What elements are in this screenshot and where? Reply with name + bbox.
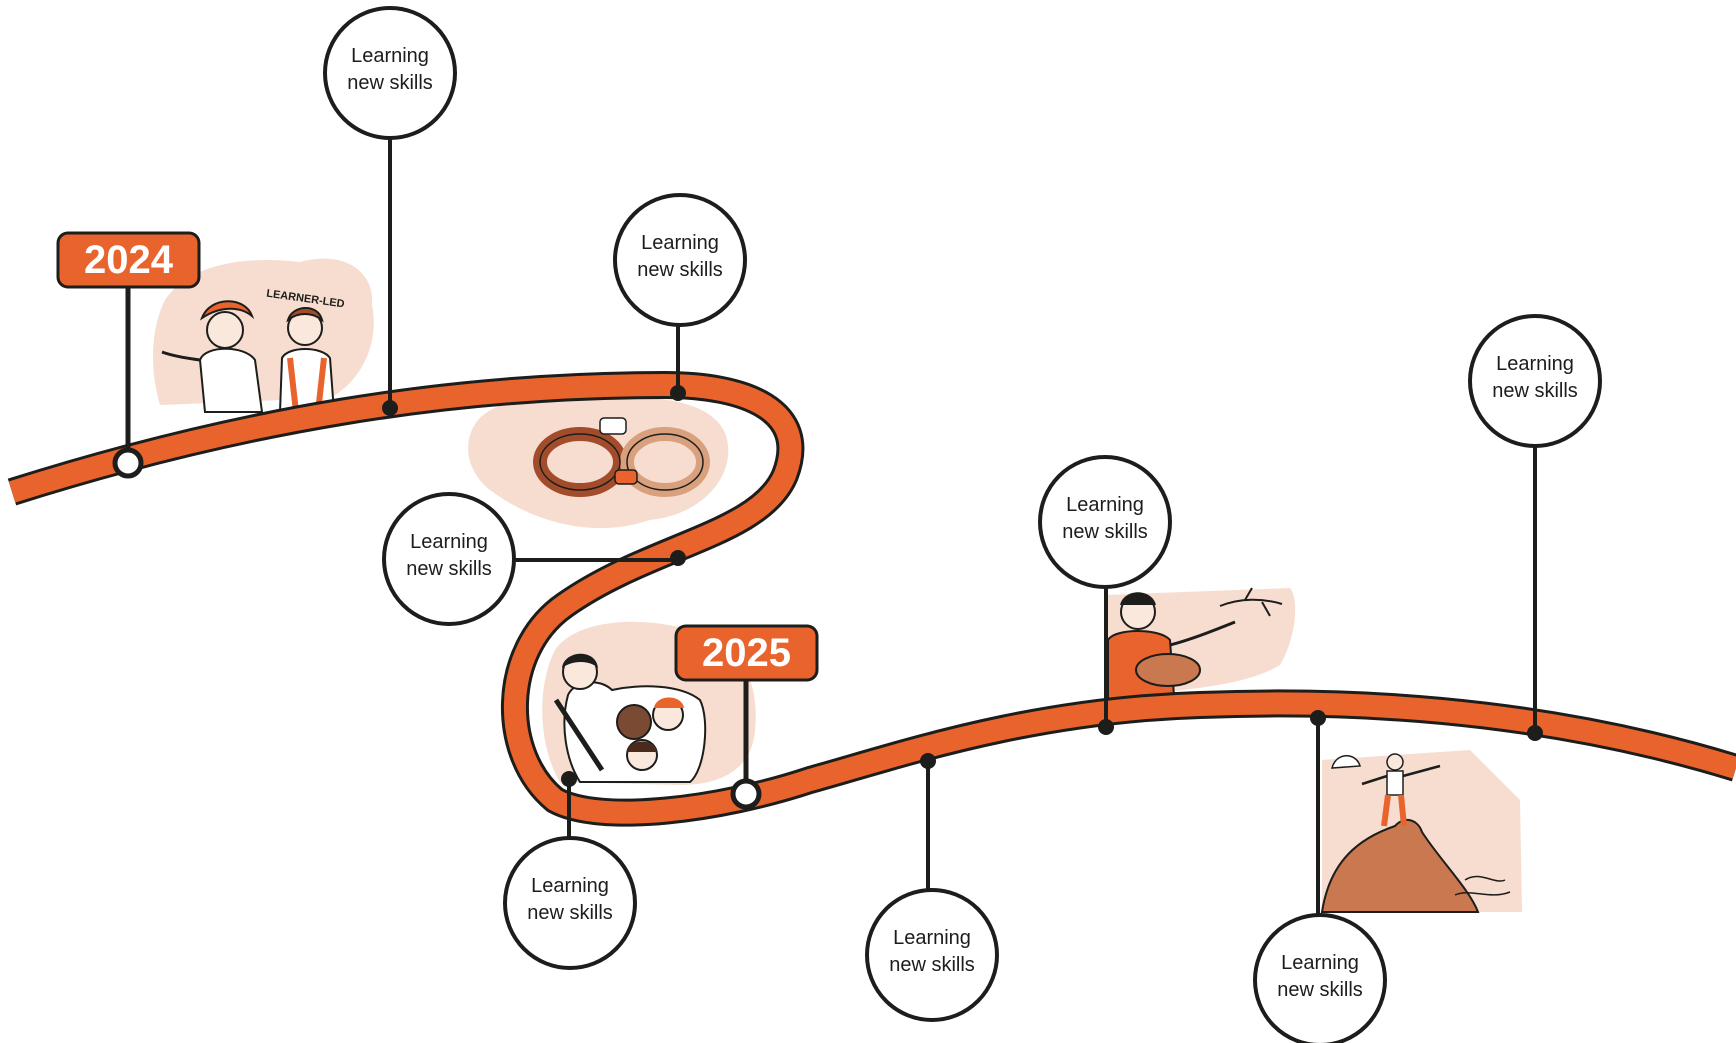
milestone-label: Learning new skills [1492,353,1578,402]
milestone-label-line: new skills [637,259,723,281]
milestone-label-line: new skills [406,558,492,580]
milestone-bubble [613,193,747,327]
milestone-dot [670,385,686,401]
illustration-linked-arms [468,395,729,529]
milestone-bubble [1468,314,1602,448]
milestone-label-line: new skills [1277,979,1363,1001]
milestone-label: Learning new skills [1062,494,1148,543]
milestone-dot [670,550,686,566]
milestone: Learning new skills [865,753,999,1022]
milestone-label-line: Learning [1496,353,1574,375]
milestone-label: Learning new skills [406,531,492,580]
year-node [112,447,144,479]
milestone: Learning new skills [323,6,457,416]
milestone-label-line: new skills [527,902,613,924]
milestone-label-line: Learning [893,927,971,949]
milestone: Learning new skills [382,492,686,626]
milestone-bubble [323,6,457,140]
milestone-bubble [865,888,999,1022]
milestone-label-line: Learning [410,531,488,553]
milestone-dot [1098,719,1114,735]
milestone-label-line: Learning [531,875,609,897]
illustration-person-on-cliff [1320,750,1522,913]
milestone-bubble [1038,455,1172,589]
milestone: Learning new skills [613,193,747,401]
milestone-label: Learning new skills [1277,952,1363,1001]
milestone: Learning new skills [1468,314,1602,741]
milestone-label: Learning new skills [347,45,433,94]
milestone-dot [561,771,577,787]
illustration-learner-led: LEARNER-LED [153,258,374,413]
milestone-label-line: new skills [889,954,975,976]
milestone: Learning new skills [503,771,637,970]
milestone-label: Learning new skills [637,232,723,281]
milestone-label-line: new skills [1062,521,1148,543]
timeline-path [7,370,1736,827]
milestone: Learning new skills [1253,710,1387,1043]
milestone-bubble [503,836,637,970]
milestone-label-line: new skills [347,72,433,94]
year-label: 2024 [84,238,174,282]
year-label: 2025 [702,631,791,675]
milestone: Learning new skills [1038,455,1172,735]
milestone-label-line: Learning [1281,952,1359,974]
milestone-bubble [382,492,516,626]
illustration-person-with-basket [1105,587,1296,714]
milestone-label-line: new skills [1492,380,1578,402]
year-node [730,778,762,810]
milestone-label-line: Learning [351,45,429,67]
milestone-label: Learning new skills [527,875,613,924]
milestone-bubble [1253,913,1387,1043]
year-marker-2025: 2025 [674,624,819,810]
milestone-dot [1527,725,1543,741]
milestone-dot [1310,710,1326,726]
milestone-label-line: Learning [641,232,719,254]
milestone-dot [382,400,398,416]
milestone-dot [920,753,936,769]
milestone-label: Learning new skills [889,927,975,976]
milestone-label-line: Learning [1066,494,1144,516]
year-marker-2024: 2024 [56,231,201,479]
